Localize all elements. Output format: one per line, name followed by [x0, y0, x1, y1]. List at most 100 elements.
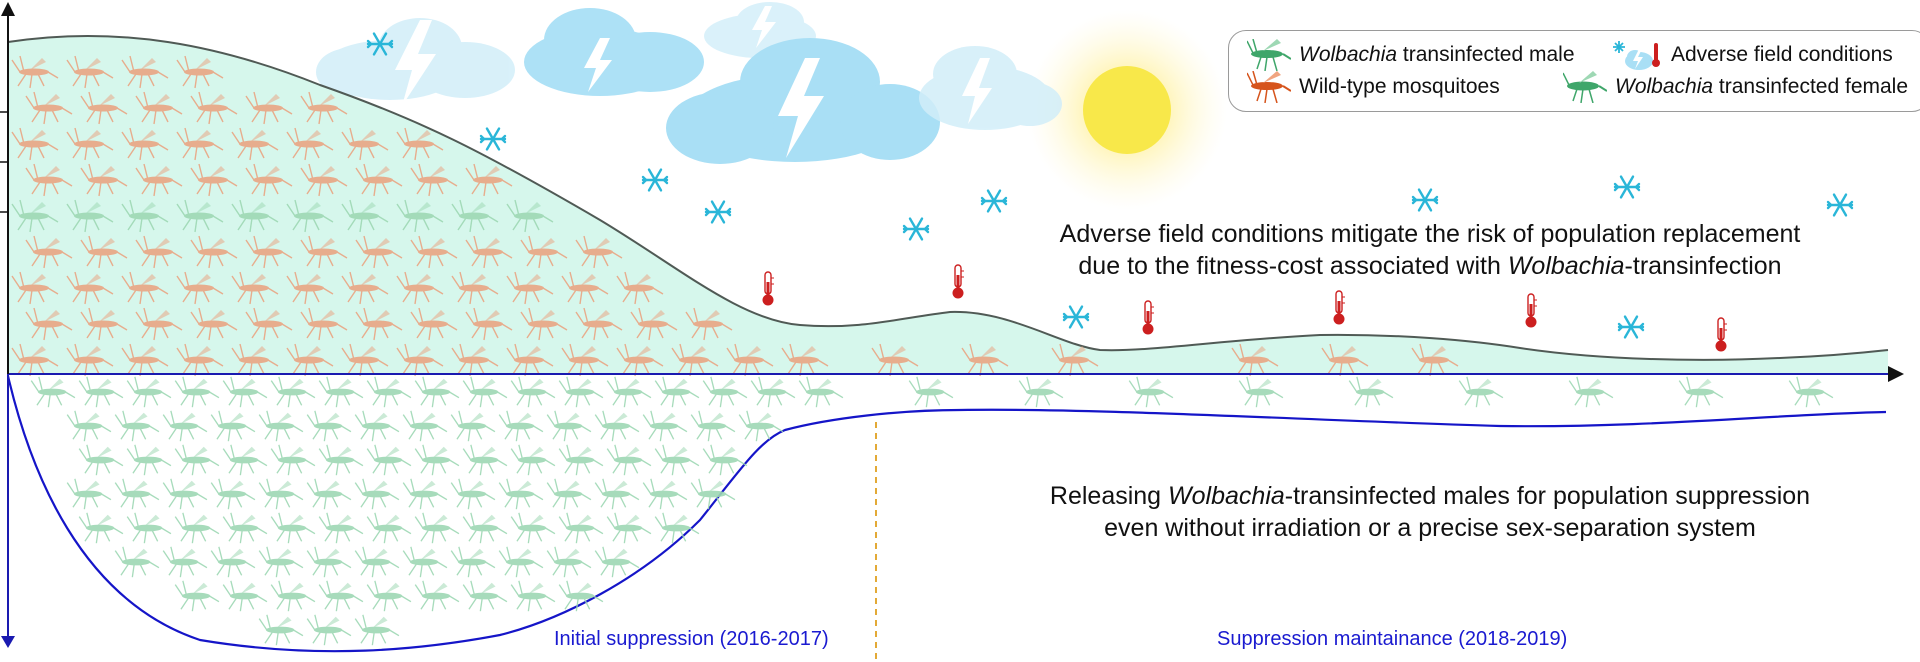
green-mosquito-icon [462, 580, 508, 612]
green-mosquito-icon [702, 376, 748, 408]
green-mosquito-icon [546, 546, 592, 578]
orange-mosquito-icon [506, 271, 554, 305]
green-mosquito-icon [738, 410, 784, 442]
thermometer-icon [1142, 300, 1154, 335]
green-mosquito-icon [174, 376, 220, 408]
green-mosquito-icon [66, 410, 112, 442]
green-mosquito-icon [78, 512, 124, 544]
green-mosquito-icon [450, 546, 496, 578]
legend-male-label: transinfected male [1402, 43, 1575, 66]
green-mosquito-icon [642, 410, 688, 442]
orange-mosquito-icon [190, 91, 238, 125]
green-mosquito-icon [510, 444, 556, 476]
green-mosquito-icon [498, 410, 544, 442]
snowflake-icon [641, 168, 669, 192]
green-mosquito-icon [414, 580, 460, 612]
orange-mosquito-icon [176, 55, 224, 89]
orange-mosquito-icon [25, 235, 73, 269]
snowflake-icon [1617, 315, 1645, 339]
orange-mosquito-icon [341, 127, 389, 161]
orange-mosquito-icon [341, 271, 389, 305]
phase-label-maintenance: Suppression maintainance (2018-2019) [1217, 628, 1568, 650]
thermometer-layer [762, 264, 1727, 352]
orange-mosquito-icon [451, 271, 499, 305]
top-caption: Adverse field conditions mitigate the ri… [1000, 218, 1860, 282]
legend-adverse: Adverse field conditions [1611, 39, 1893, 71]
orange-mosquito-icon [300, 235, 348, 269]
orange-mosquito-icon [561, 271, 609, 305]
green-mosquito-icon [318, 376, 364, 408]
green-mosquito-icon [174, 580, 220, 612]
orange-mosquito-icon [190, 307, 238, 341]
thermometer-icon [1715, 317, 1727, 352]
orange-mosquito-icon [66, 55, 114, 89]
green-mosquito-icon [210, 410, 256, 442]
orange-mosquito-icon [66, 127, 114, 161]
orange-mosquito-icon [66, 343, 114, 377]
orange-mosquito-icon [121, 343, 169, 377]
green-mosquito-icon [366, 512, 412, 544]
green-mosquito-icon [318, 580, 364, 612]
orange-mosquito-icon [245, 307, 293, 341]
orange-mosquito-icon [465, 163, 513, 197]
snowflake-icon [902, 217, 930, 241]
orange-mosquito-icon [286, 127, 334, 161]
axes [0, 2, 1904, 648]
green-mosquito-icon [222, 512, 268, 544]
green-mosquito-icon [270, 444, 316, 476]
orange-mosquito-icon [520, 307, 568, 341]
green-mosquito-icon [690, 478, 736, 510]
snowflake-icon [1411, 188, 1439, 212]
top-caption-line1: Adverse field conditions mitigate the ri… [1059, 220, 1801, 248]
orange-mosquito-icon [11, 127, 59, 161]
green-mosquito-icon [654, 376, 700, 408]
thermometer-icon [952, 264, 964, 299]
green-mosquito-icon [1348, 376, 1394, 408]
orange-mosquito-icon [410, 307, 458, 341]
snowflake-lightning-thermometer-icon [1613, 41, 1660, 70]
orange-mosquito-icon [465, 235, 513, 269]
green-mosquito-icon [462, 512, 508, 544]
orange-mosquito-icon [135, 307, 183, 341]
green-mosquito-icon [114, 478, 160, 510]
orange-mosquito-icon [410, 163, 458, 197]
green-mosquito-icon [498, 478, 544, 510]
green-mosquito-icon [210, 478, 256, 510]
green-mosquito-icon [750, 376, 796, 408]
orange-mosquito-icon [685, 307, 733, 341]
orange-mosquito-icon [1231, 343, 1279, 377]
orange-mosquito-icon [1247, 71, 1291, 103]
green-mosquito-icon [126, 444, 172, 476]
green-mosquito-icon [258, 478, 304, 510]
green-mosquito-icon [1128, 376, 1174, 408]
orange-mosquito-icon [80, 235, 128, 269]
cloud-icon [524, 8, 704, 96]
green-mosquito-icon [546, 410, 592, 442]
green-mosquito-icon [798, 376, 844, 408]
green-mosquito-icon [306, 614, 352, 646]
legend-box: Wolbachia transinfected male Wild-type m… [1228, 30, 1920, 112]
green-mosquito-icon [354, 546, 400, 578]
orange-mosquito-icon [286, 271, 334, 305]
sun-icon [1083, 66, 1171, 154]
green-mosquito-icon [510, 376, 556, 408]
orange-mosquito-icon [80, 163, 128, 197]
green-mosquito-icon [510, 580, 556, 612]
orange-mosquito-icon [575, 235, 623, 269]
snowflake-icon [366, 32, 394, 56]
green-mosquito-icon [354, 410, 400, 442]
thermometer-icon [1333, 290, 1345, 325]
green-mosquito-icon [126, 512, 172, 544]
orange-mosquito-icon [355, 235, 403, 269]
legend-male: Wolbachia transinfected male [1247, 39, 1575, 71]
legend-female-label: transinfected female [1718, 75, 1909, 98]
green-mosquito-icon [318, 444, 364, 476]
green-mosquito-icon [11, 199, 59, 233]
orange-mosquito-icon [176, 127, 224, 161]
green-mosquito-icon [510, 512, 556, 544]
legend-male-italic: Wolbachia [1299, 43, 1398, 66]
green-mosquito-icon [702, 444, 748, 476]
green-mosquito-icon [558, 376, 604, 408]
green-mosquito-icon [258, 614, 304, 646]
orange-mosquito-icon [300, 307, 348, 341]
